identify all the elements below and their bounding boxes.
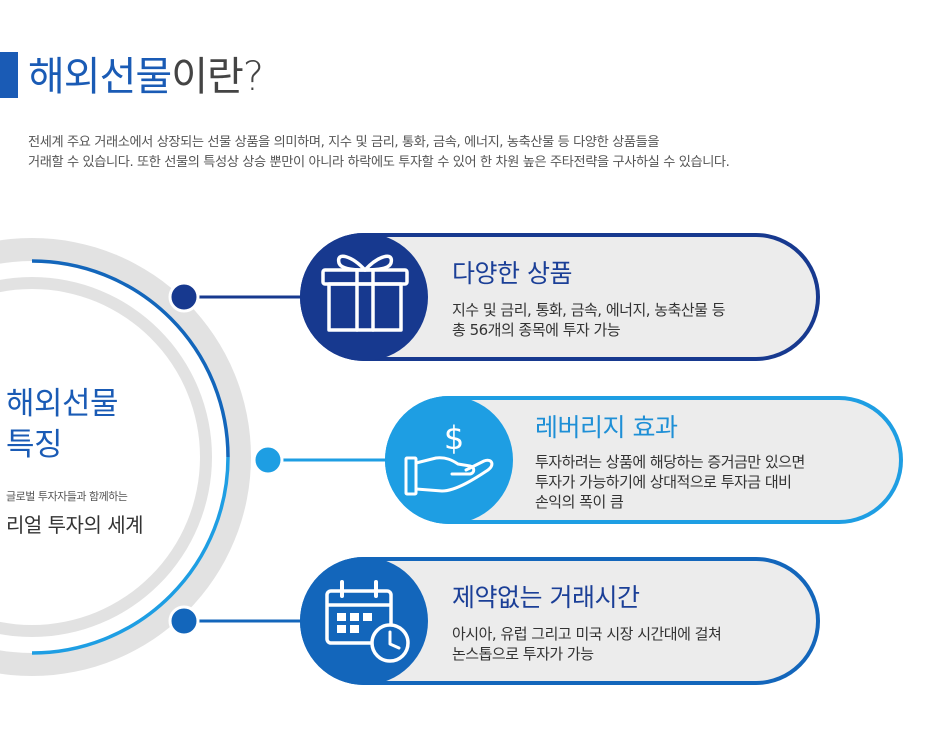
center-disc: [0, 289, 200, 625]
center-text: 해외선물 특징 글로벌 투자자들과 함께하는 리얼 투자의 세계: [6, 384, 144, 538]
center-arc-bottom: [31, 456, 230, 655]
feature-pill-1: [304, 237, 816, 357]
feature-desc-2: 투자하려는 상품에 해당하는 증거금만 있으면 투자가 가능하기에 상대적으로 …: [535, 452, 805, 512]
title-accent-bar: [0, 52, 18, 98]
connector-dot-1: [168, 281, 200, 313]
feature-desc-3-line-1: 아시아, 유럽 그리고 미국 시장 시간대에 걸쳐: [452, 625, 722, 643]
feature-card-1: 다양한 상품 지수 및 금리, 통화, 금속, 에너지, 농축산물 등 총 56…: [452, 254, 726, 340]
feature-title-3: 제약없는 거래시간: [452, 583, 640, 612]
feature-card-3: 제약없는 거래시간 아시아, 유럽 그리고 미국 시장 시간대에 걸쳐 논스톱으…: [452, 578, 722, 664]
connector-dot-3: [168, 605, 200, 637]
feature-desc-2-line-3: 손익의 폭이 큼: [535, 493, 624, 511]
feature-desc-1-line-1: 지수 및 금리, 통화, 금속, 에너지, 농축산물 등: [452, 301, 726, 319]
feature-desc-3: 아시아, 유럽 그리고 미국 시장 시간대에 걸쳐 논스톱으로 투자가 가능: [452, 624, 722, 664]
feature-pill-3: [304, 561, 816, 681]
feature-desc-1-line-2: 총 56개의 종목에 투자 가능: [452, 321, 621, 339]
feature-card-2: 레버리지 효과 투자하려는 상품에 해당하는 증거금만 있으면 투자가 가능하기…: [535, 408, 805, 512]
intro-line-1: 전세계 주요 거래소에서 상장되는 선물 상품을 의미하며, 지수 및 금리, …: [28, 135, 660, 150]
feature-icon-circle-1: [300, 233, 428, 361]
feature-desc-2-line-2: 투자가 가능하기에 상대적으로 투자금 대비: [535, 473, 792, 491]
feature-desc-3-line-2: 논스톱으로 투자가 가능: [452, 645, 594, 663]
calendar-clock-icon: [325, 580, 410, 663]
feature-title-2: 레버리지 효과: [535, 413, 678, 442]
feature-title-1: 다양한 상품: [452, 259, 572, 288]
center-arc-top: [31, 259, 230, 458]
page-title-accent: 해외선물: [28, 54, 172, 100]
gift-icon: [321, 254, 409, 332]
center-title-line-2: 특징: [6, 427, 63, 463]
page-title: 해외선물이란?: [28, 44, 264, 102]
feature-pill-2: [389, 400, 899, 520]
center-subtitle: 글로벌 투자자들과 함께하는: [6, 490, 128, 503]
feature-desc-1: 지수 및 금리, 통화, 금속, 에너지, 농축산물 등 총 56개의 종목에 …: [452, 300, 726, 340]
page-title-rest: 이란?: [171, 54, 264, 100]
center-title: 해외선물 특징: [6, 384, 143, 466]
connector-dot-2: [252, 444, 284, 476]
intro-text: 전세계 주요 거래소에서 상장되는 선물 상품을 의미하며, 지수 및 금리, …: [28, 133, 948, 173]
money-hand-icon: $: [404, 419, 494, 496]
center-title-line-1: 해외선물: [6, 386, 119, 422]
center-main-text: 리얼 투자의 세계: [6, 513, 144, 537]
svg-text:$: $: [444, 419, 464, 457]
feature-desc-2-line-1: 투자하려는 상품에 해당하는 증거금만 있으면: [535, 453, 805, 471]
intro-line-2: 거래할 수 있습니다. 또한 선물의 특성상 상승 뿐만이 아니라 하락에도 투…: [28, 155, 730, 170]
